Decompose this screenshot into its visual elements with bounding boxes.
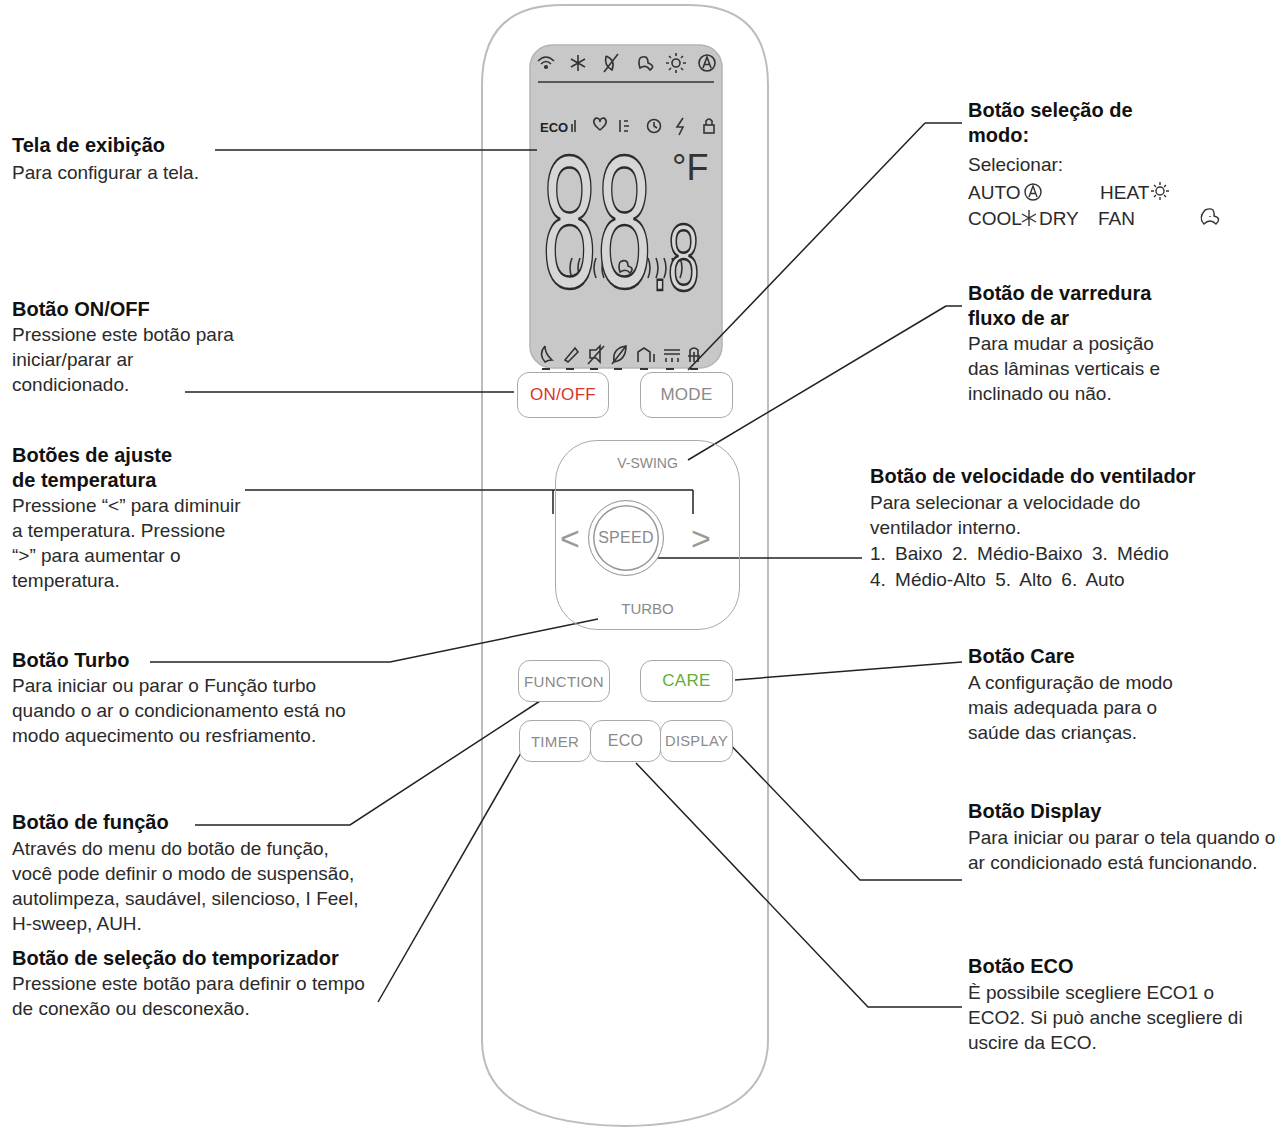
timer-button: TIMER <box>519 720 591 762</box>
button-label: SPEED <box>598 529 654 547</box>
callout-text: Pressione este botão para definir o temp… <box>12 971 377 1021</box>
display-button: DISPLAY <box>660 720 733 762</box>
button-label: TIMER <box>531 733 579 750</box>
button-label: FUNCTION <box>524 673 604 690</box>
lcd-dashes <box>542 368 698 370</box>
button-label: ECO <box>608 732 644 750</box>
remote-body <box>482 5 768 1126</box>
callout-text: Para configurar a tela. <box>12 160 312 185</box>
mode-name: AUTO <box>968 180 1020 205</box>
arrow-right: > <box>691 518 711 558</box>
callout-text: Para mudar a posição das lâminas vertica… <box>968 331 1183 406</box>
callout-title: Botão ECO <box>968 954 1268 979</box>
button-label: V-SWING <box>556 456 739 470</box>
callout-title: Botão ON/OFF <box>12 297 312 322</box>
callout-title: Botão Care <box>968 644 1268 669</box>
callout-text: A configuração de modo mais adequada par… <box>968 670 1198 745</box>
eco-button: ECO <box>590 720 661 762</box>
lcd-icons <box>538 53 715 364</box>
callout-text: È possibile scegliere ECO1 o ECO2. Si pu… <box>968 980 1273 1055</box>
callout-text: 1. Baixo 2. Médio-Baixo 3. Médio <box>870 541 1169 566</box>
callout-title: Botão seleção de modo: <box>968 98 1148 148</box>
care-button: CARE <box>640 660 733 702</box>
callout-text: Pressione este botão para iniciar/parar … <box>12 322 252 397</box>
callout-title: Botões de ajuste de temperatura <box>12 443 197 493</box>
callout-title: Tela de exibição <box>12 133 312 158</box>
function-button: FUNCTION <box>518 660 610 702</box>
callout-text: Pressione “<” para diminuir a temperatur… <box>12 493 247 593</box>
mode-button: MODE <box>640 372 733 418</box>
lcd-decimal: .8 <box>652 210 700 305</box>
callout-title: Botão Turbo <box>12 648 312 673</box>
callout-text: Para iniciar ou parar o tela quando o ar… <box>968 825 1280 875</box>
speed-button: SPEED <box>588 500 664 576</box>
callout-title: Botão de varredura fluxo de ar <box>968 281 1178 331</box>
callout-title: Botão de função <box>12 810 312 835</box>
button-label: MODE <box>660 385 712 405</box>
callout-text: Selecionar: <box>968 152 1168 177</box>
mode-name: COOL <box>968 206 1022 231</box>
button-label: ON/OFF <box>530 385 596 405</box>
mode-name: DRY <box>1039 206 1079 231</box>
lcd-screen: ECO88.8°F <box>530 45 722 368</box>
lcd-unit: °F <box>672 150 708 186</box>
mode-name: FAN <box>1098 206 1135 231</box>
button-label: DISPLAY <box>665 733 728 749</box>
lcd-digits: 88 <box>542 126 652 316</box>
callout-text: 4. Médio-Alto 5. Alto 6. Auto <box>870 567 1124 592</box>
callout-text: Para selecionar a velocidade do ventilad… <box>870 490 1150 540</box>
lcd-bezel <box>530 45 722 368</box>
mode-name: HEAT <box>1100 180 1149 205</box>
callout-text: Para iniciar ou parar o Função turbo qua… <box>12 673 367 748</box>
direction-pad: V-SWING < > TURBO SPEED <box>555 440 740 630</box>
arrow-left: < <box>560 518 580 558</box>
callout-title: Botão Display <box>968 799 1268 824</box>
power-button: ON/OFF <box>517 372 609 418</box>
button-label: TURBO <box>556 601 739 616</box>
callout-text: Através do menu do botão de função, você… <box>12 836 362 936</box>
button-label: CARE <box>662 671 710 691</box>
callout-title: Botão de seleção do temporizador <box>12 946 382 971</box>
callout-title: Botão de velocidade do ventilador <box>870 464 1280 489</box>
